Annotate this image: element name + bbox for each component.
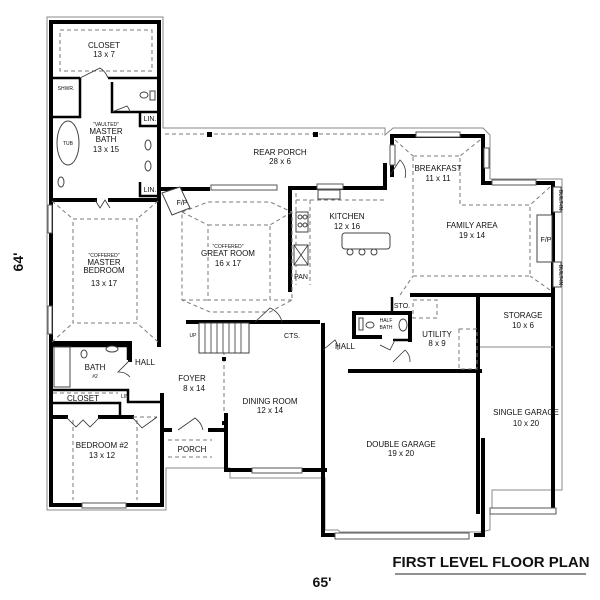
pantry-label: PAN xyxy=(294,274,308,281)
stairs-up-label: UP xyxy=(190,333,198,339)
toilet-room-door[interactable] xyxy=(111,105,131,113)
plan-title: FIRST LEVEL FLOOR PLAN xyxy=(392,554,589,571)
sink-icon xyxy=(398,318,408,332)
toilet-icon xyxy=(365,321,375,329)
closet-bed2-door[interactable] xyxy=(65,416,101,428)
great-room-label: GREAT ROOM xyxy=(201,249,255,258)
closet-master-label: CLOSET xyxy=(88,41,120,50)
utility-label: UTILITY xyxy=(422,330,452,339)
windows xyxy=(47,131,557,540)
fixtures xyxy=(53,90,562,425)
master-bedroom-size: 13 x 17 xyxy=(91,279,118,288)
kitchen-label: KITCHEN xyxy=(329,212,364,221)
hall-right-label: HALL xyxy=(335,342,356,351)
rear-porch-size: 28 x 6 xyxy=(269,157,291,166)
master-bedroom-label-2: BEDROOM xyxy=(83,266,125,275)
master-bath-note: "VAULTED" xyxy=(93,122,119,128)
fireplace-icon xyxy=(161,186,191,216)
linen-label: LIN. xyxy=(144,116,157,123)
built-in-label: BUILT-IN xyxy=(557,265,563,286)
great-room-size: 16 x 17 xyxy=(215,259,242,268)
double-garage-label: DOUBLE GARAGE xyxy=(366,440,435,449)
fireplace-label: F/P xyxy=(541,237,552,244)
double-garage-size: 19 x 20 xyxy=(388,449,415,458)
single-garage-label: SINGLE GARAGE xyxy=(493,408,559,417)
ceiling-lines xyxy=(51,29,553,500)
bedroom2-label: BEDROOM #2 xyxy=(76,441,129,450)
closet-master-size: 13 x 7 xyxy=(93,50,115,59)
bedroom2-door[interactable] xyxy=(131,416,158,429)
bath2-door[interactable] xyxy=(116,359,131,378)
breakfast-door[interactable] xyxy=(389,159,407,179)
utility-size: 8 x 9 xyxy=(428,339,446,348)
bath2-label-2: #2 xyxy=(92,374,98,380)
room-labels: CLOSET 13 x 7 SHWR. TUB "VAULTED" MASTER… xyxy=(58,41,563,460)
family-area-size: 19 x 14 xyxy=(459,231,486,240)
kitchen-sink-icon xyxy=(317,189,341,200)
linen-label: LIN xyxy=(121,394,129,400)
half-bath-label-2: BATH xyxy=(380,325,393,331)
master-bath-label-2: BATH xyxy=(96,135,117,144)
doors xyxy=(65,67,411,431)
fireplace-icon xyxy=(536,214,553,263)
great-room-note: "COFFERED" xyxy=(212,244,243,250)
half-bath-label-1: HALF xyxy=(380,318,393,324)
bathtub-icon xyxy=(53,346,71,388)
toilet-icon xyxy=(139,91,149,99)
walls xyxy=(49,20,555,537)
linen-label: LIN. xyxy=(144,187,157,194)
sink-icon xyxy=(105,345,119,353)
master-bedroom-note: "COFFERED" xyxy=(88,253,119,259)
storage-size: 10 x 6 xyxy=(512,321,534,330)
single-garage-size: 10 x 20 xyxy=(513,419,540,428)
bath2-label-1: BATH xyxy=(85,363,106,372)
closet-door[interactable] xyxy=(79,67,109,79)
fireplace-label: F/P xyxy=(177,200,188,207)
master-bedroom-door[interactable] xyxy=(94,199,111,209)
foyer-label: FOYER xyxy=(178,374,206,383)
built-in-label: BUILT-IN xyxy=(557,190,563,211)
shower-label: SHWR. xyxy=(58,86,75,92)
half-bath-door[interactable] xyxy=(379,339,396,351)
family-area-label: FAMILY AREA xyxy=(446,221,498,230)
utility-door[interactable] xyxy=(392,349,411,363)
staircase xyxy=(198,322,250,354)
front-door[interactable] xyxy=(177,417,204,431)
tub-label: TUB xyxy=(63,141,74,147)
dining-room-size: 12 x 14 xyxy=(257,406,284,415)
garage-hall-door[interactable] xyxy=(322,339,339,351)
depth-dimension: 64' xyxy=(10,253,26,272)
rear-porch-label: REAR PORCH xyxy=(253,148,307,157)
master-bath-label-1: MASTER xyxy=(89,127,123,136)
storage-label: STORAGE xyxy=(504,311,543,320)
foyer-size: 8 x 14 xyxy=(183,384,205,393)
breakfast-label: BREAKFAST xyxy=(414,164,461,173)
cts-door[interactable] xyxy=(254,307,283,323)
toilet-icon xyxy=(80,349,88,359)
breakfast-size: 11 x 11 xyxy=(425,174,451,183)
storage-closet-label: STO. xyxy=(394,303,410,310)
kitchen-island xyxy=(341,232,391,250)
bedroom2-size: 13 x 12 xyxy=(89,451,116,460)
master-bedroom-label-1: MASTER xyxy=(87,258,121,267)
bathtub-icon xyxy=(56,120,80,166)
hall-left-label: HALL xyxy=(135,358,156,367)
kitchen-size: 12 x 16 xyxy=(334,222,361,231)
closet-bed2-label: CLOSET xyxy=(67,394,99,403)
dining-room-label: DINING ROOM xyxy=(242,397,297,406)
master-bath-size: 13 x 15 xyxy=(93,145,120,154)
width-dimension: 65' xyxy=(313,574,332,590)
cts-label: CTS. xyxy=(284,333,300,340)
porch-label: PORCH xyxy=(178,445,207,454)
